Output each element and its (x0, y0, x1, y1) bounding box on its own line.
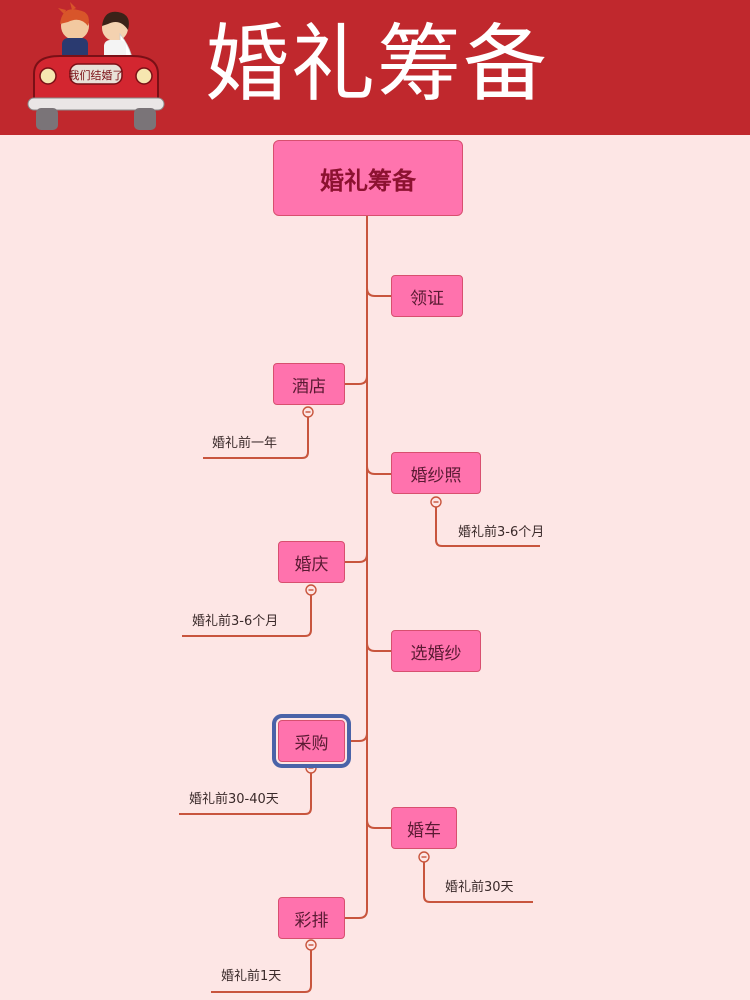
mindmap-node-xuanhunsha[interactable]: 选婚纱 (391, 630, 481, 672)
car-plate-text: 我们结婚了 (69, 68, 124, 82)
page-title: 婚礼筹备 (205, 15, 550, 113)
mindmap-root-node[interactable]: 婚礼筹备 (273, 140, 463, 216)
mindmap-node-caigou[interactable]: 采购 (278, 720, 345, 762)
mindmap-node-jiudian[interactable]: 酒店 (273, 363, 345, 405)
note-caigou[interactable]: 婚礼前30-40天 (189, 792, 279, 807)
note-caipai[interactable]: 婚礼前1天 (221, 969, 282, 984)
mindmap-node-hunche[interactable]: 婚车 (391, 807, 457, 849)
mindmap-node-lingzheng[interactable]: 领证 (391, 275, 463, 317)
note-hunqing[interactable]: 婚礼前3-6个月 (192, 614, 279, 629)
note-jiudian[interactable]: 婚礼前一年 (212, 436, 278, 451)
mindmap-node-caipai[interactable]: 彩排 (278, 897, 345, 939)
mindmap-node-hunqing[interactable]: 婚庆 (278, 541, 345, 583)
note-hunshazhao[interactable]: 婚礼前3-6个月 (458, 525, 545, 540)
header-banner: 我们结婚了 婚礼筹备 (0, 0, 750, 135)
wedding-car-icon: 我们结婚了 (27, 2, 165, 130)
mindmap-node-hunshazhao[interactable]: 婚纱照 (391, 452, 481, 494)
note-hunche[interactable]: 婚礼前30天 (445, 880, 514, 895)
